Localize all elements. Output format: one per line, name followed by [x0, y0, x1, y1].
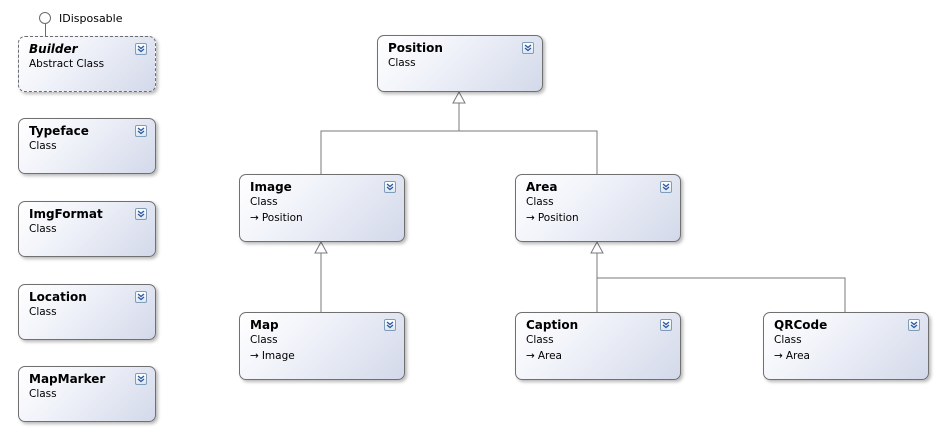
inheritance-arrow-icon: → — [526, 350, 535, 362]
expand-chevron-icon[interactable] — [135, 291, 147, 303]
generalization-arrow-area — [590, 240, 604, 254]
expand-chevron-icon[interactable] — [384, 181, 396, 193]
class-kind: Class — [526, 334, 554, 346]
interface-lollipop-icon — [39, 12, 51, 24]
base-class-name: Area — [785, 350, 810, 362]
expand-chevron-icon[interactable] — [135, 125, 147, 137]
inheritance-arrow-icon: → — [774, 350, 783, 362]
base-class-name: Area — [537, 350, 562, 362]
class-name: MapMarker — [29, 372, 106, 386]
class-name: Map — [250, 318, 279, 332]
class-name: Caption — [526, 318, 579, 332]
base-class-name: Image — [261, 350, 295, 362]
class-name: Position — [388, 41, 443, 55]
base-class-label: →Image — [250, 350, 295, 362]
class-shape-builder[interactable]: Builder Abstract Class — [18, 36, 156, 92]
class-name: Image — [250, 180, 292, 194]
inheritance-arrow-icon: → — [250, 212, 259, 224]
base-class-label: →Area — [774, 350, 810, 362]
expand-chevron-icon[interactable] — [135, 373, 147, 385]
class-shape-image[interactable]: Image Class →Position — [239, 174, 405, 242]
class-shape-caption[interactable]: Caption Class →Area — [515, 312, 681, 380]
inheritance-arrow-icon: → — [250, 350, 259, 362]
class-name: Builder — [29, 42, 78, 56]
class-kind: Class — [250, 334, 278, 346]
expand-chevron-icon[interactable] — [135, 43, 147, 55]
connector-area-to-position — [459, 130, 598, 174]
class-kind: Class — [29, 306, 57, 318]
generalization-arrow-position — [452, 90, 466, 104]
class-kind: Class — [29, 140, 57, 152]
class-shape-qrcode[interactable]: QRCode Class →Area — [763, 312, 929, 380]
class-shape-mapmarker[interactable]: MapMarker Class — [18, 366, 156, 422]
generalization-arrow-image — [314, 240, 328, 254]
class-name: Location — [29, 290, 87, 304]
class-name: QRCode — [774, 318, 828, 332]
base-class-label: →Area — [526, 350, 562, 362]
class-shape-typeface[interactable]: Typeface Class — [18, 118, 156, 174]
class-kind: Class — [388, 57, 416, 69]
interface-label: IDisposable — [59, 12, 123, 25]
class-kind: Class — [250, 196, 278, 208]
class-shape-area[interactable]: Area Class →Position — [515, 174, 681, 242]
class-shape-imgformat[interactable]: ImgFormat Class — [18, 201, 156, 257]
expand-chevron-icon[interactable] — [135, 208, 147, 220]
class-kind: Abstract Class — [29, 58, 105, 70]
base-class-label: →Position — [526, 212, 579, 224]
connector-image-to-position — [320, 103, 460, 174]
class-name: Typeface — [29, 124, 89, 138]
class-kind: Class — [29, 388, 57, 400]
interface-lollipop-stem — [45, 24, 46, 36]
connector-qrcode-to-area — [597, 277, 846, 312]
class-shape-map[interactable]: Map Class →Image — [239, 312, 405, 380]
base-class-label: →Position — [250, 212, 303, 224]
expand-chevron-icon[interactable] — [660, 181, 672, 193]
expand-chevron-icon[interactable] — [660, 319, 672, 331]
class-shape-location[interactable]: Location Class — [18, 284, 156, 340]
base-class-name: Position — [261, 212, 303, 224]
expand-chevron-icon[interactable] — [908, 319, 920, 331]
class-name: ImgFormat — [29, 207, 103, 221]
class-kind: Class — [29, 223, 57, 235]
base-class-name: Position — [537, 212, 579, 224]
class-name: Area — [526, 180, 558, 194]
expand-chevron-icon[interactable] — [522, 42, 534, 54]
class-shape-position[interactable]: Position Class — [377, 35, 543, 92]
class-kind: Class — [526, 196, 554, 208]
class-kind: Class — [774, 334, 802, 346]
expand-chevron-icon[interactable] — [384, 319, 396, 331]
inheritance-arrow-icon: → — [526, 212, 535, 224]
